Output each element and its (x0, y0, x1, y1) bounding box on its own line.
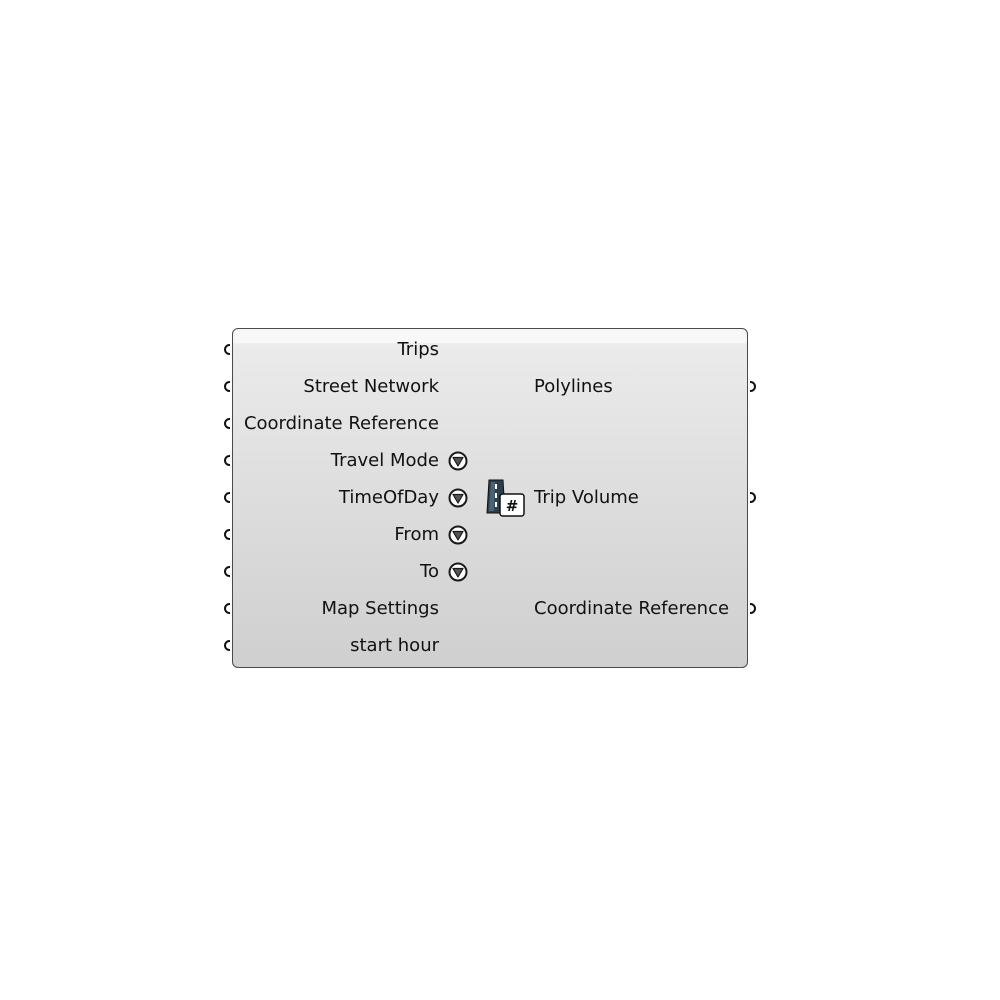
input-label-to: To (420, 561, 439, 582)
input-port-from[interactable] (224, 529, 231, 540)
input-port-to[interactable] (224, 566, 231, 577)
output-label-polylines: Polylines (534, 376, 613, 397)
svg-text:#: # (506, 497, 519, 515)
input-port-coordinate-reference[interactable] (224, 418, 231, 429)
input-label-trips: Trips (397, 339, 439, 360)
input-port-street-network[interactable] (224, 381, 231, 392)
trip-volume-component-icon: # (486, 479, 525, 517)
output-port-polylines[interactable] (749, 381, 756, 392)
input-label-time-of-day: TimeOfDay (338, 487, 439, 508)
output-port-coordinate-reference[interactable] (749, 603, 756, 614)
input-port-travel-mode[interactable] (224, 455, 231, 466)
input-port-trips[interactable] (224, 344, 231, 355)
output-label-coordinate-reference: Coordinate Reference (534, 598, 730, 619)
input-label-start-hour: start hour (350, 635, 439, 656)
input-port-map-settings[interactable] (224, 603, 231, 614)
output-label-trip-volume: Trip Volume (534, 487, 639, 508)
input-label-map-settings: Map Settings (321, 598, 439, 619)
output-port-trip-volume[interactable] (749, 492, 756, 503)
dropdown-triangle-icon[interactable] (448, 451, 468, 471)
dropdown-triangle-icon[interactable] (448, 488, 468, 508)
input-label-coordinate-reference: Coordinate Reference (243, 413, 439, 434)
dropdown-triangle-icon[interactable] (448, 525, 468, 545)
input-label-from: From (394, 524, 439, 545)
dropdown-triangle-icon[interactable] (448, 562, 468, 582)
input-label-street-network: Street Network (303, 376, 439, 397)
input-label-travel-mode: Travel Mode (330, 450, 439, 471)
input-port-time-of-day[interactable] (224, 492, 231, 503)
input-port-start-hour[interactable] (224, 640, 231, 651)
trip-volume-component[interactable] (232, 328, 748, 668)
